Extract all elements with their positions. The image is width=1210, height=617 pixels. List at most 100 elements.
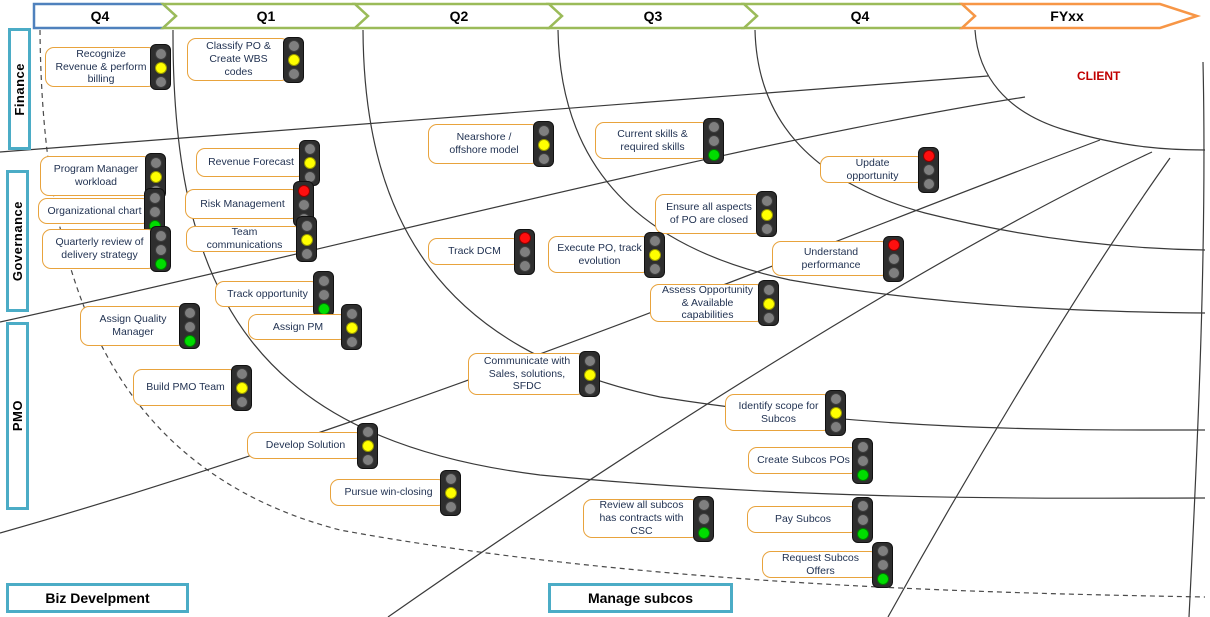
- traffic-light-icon: [703, 117, 724, 164]
- green-lamp-icon: [887, 267, 900, 279]
- traffic-light-icon: [296, 216, 317, 262]
- yellow-lamp-icon: [361, 440, 374, 452]
- row-label-finance: Finance: [8, 28, 31, 150]
- traffic-light-icon: [150, 226, 171, 272]
- yellow-lamp-icon: [235, 382, 248, 394]
- radial-bizdev-subcos: [387, 151, 1153, 617]
- yellow-lamp-icon: [183, 320, 196, 333]
- arc-q2-q3: [557, 29, 1206, 314]
- green-lamp-icon: [235, 396, 248, 408]
- task-box: Team communications: [186, 216, 317, 262]
- row-label-governance-text: Governance: [10, 200, 25, 282]
- yellow-lamp-icon: [300, 233, 313, 246]
- task-box: Track DCM: [428, 228, 535, 275]
- traffic-light-icon: [440, 469, 461, 516]
- traffic-light-icon: [144, 188, 165, 234]
- radial-subcos-outer: [887, 157, 1171, 617]
- client-zone-label: CLIENT: [1077, 69, 1121, 83]
- yellow-lamp-icon: [154, 243, 167, 256]
- red-lamp-icon: [149, 156, 162, 169]
- quarter-label: Q3: [644, 8, 663, 24]
- timeline-header: [32, 2, 1202, 30]
- yellow-lamp-icon: [856, 514, 869, 526]
- arc-q4-fyxx: [974, 29, 1206, 151]
- yellow-lamp-icon: [518, 246, 531, 258]
- green-lamp-icon: [876, 573, 889, 585]
- red-lamp-icon: [297, 184, 310, 197]
- task-label: Team communications: [206, 226, 283, 251]
- red-lamp-icon: [760, 194, 773, 207]
- task-label: Current skills & required skills: [617, 127, 688, 153]
- red-lamp-icon: [856, 500, 869, 512]
- red-lamp-icon: [856, 441, 869, 453]
- task-box: Communicate with Sales, solutions, SFDC: [468, 351, 600, 397]
- green-lamp-icon: [856, 469, 869, 481]
- yellow-lamp-icon: [149, 170, 162, 183]
- task-box: Nearshore / offshore model: [428, 121, 554, 167]
- yellow-lamp-icon: [303, 157, 316, 169]
- task-label: Understand performance: [801, 245, 861, 271]
- red-lamp-icon: [148, 191, 161, 204]
- traffic-light-icon: [825, 389, 846, 436]
- red-lamp-icon: [303, 143, 316, 155]
- yellow-lamp-icon: [444, 487, 457, 499]
- task-box: Build PMO Team: [133, 364, 252, 411]
- task-label: Request Subcos Offers: [781, 551, 860, 577]
- radial-pmo-bizdev: [0, 139, 1101, 534]
- task-box: Assign Quality Manager: [80, 303, 200, 349]
- task-box: Understand performance: [772, 235, 904, 282]
- traffic-light-icon: [179, 303, 200, 349]
- yellow-lamp-icon: [287, 54, 300, 66]
- traffic-light-icon: [579, 351, 600, 397]
- task-box: Risk Management: [185, 181, 314, 227]
- radial-finance-governance: [0, 75, 989, 153]
- red-lamp-icon: [361, 426, 374, 438]
- green-lamp-icon: [922, 178, 935, 190]
- traffic-light-icon: [756, 191, 777, 237]
- green-lamp-icon: [707, 149, 720, 161]
- zone-label-biz-development: Biz Develpment: [6, 583, 189, 613]
- task-label: Create Subcos POs: [757, 454, 850, 467]
- task-box: Current skills & required skills: [595, 117, 724, 164]
- traffic-light-icon: [852, 496, 873, 543]
- yellow-lamp-icon: [345, 321, 358, 334]
- task-label: Identify scope for Subcos: [738, 399, 819, 425]
- task-box: Execute PO, track evolution: [548, 231, 665, 278]
- green-lamp-icon: [518, 260, 531, 272]
- task-label: Build PMO Team: [146, 381, 225, 394]
- task-label: Track DCM: [448, 245, 501, 258]
- row-label-pmo-text: PMO: [10, 400, 25, 432]
- yellow-lamp-icon: [876, 559, 889, 571]
- task-box: Review all subcos has contracts with CSC: [583, 495, 714, 542]
- task-label: Recognize Revenue & perform billing: [55, 47, 147, 86]
- red-lamp-icon: [287, 40, 300, 52]
- yellow-lamp-icon: [856, 455, 869, 467]
- task-box: Assess Opportunity & Available capabilit…: [650, 280, 779, 326]
- task-label: Execute PO, track evolution: [557, 241, 642, 267]
- task-box: Assign PM: [248, 304, 362, 350]
- red-lamp-icon: [317, 274, 330, 287]
- green-lamp-icon: [856, 528, 869, 540]
- task-label: Classify PO & Create WBS codes: [206, 40, 271, 78]
- task-box: Develop Solution: [247, 422, 378, 469]
- red-lamp-icon: [829, 393, 842, 405]
- task-box: Recognize Revenue & perform billing: [45, 44, 171, 90]
- task-box: Program Manager workload: [40, 153, 166, 199]
- red-lamp-icon: [235, 368, 248, 380]
- task-label: Program Manager workload: [53, 163, 139, 188]
- green-lamp-icon: [829, 421, 842, 433]
- yellow-lamp-icon: [762, 297, 775, 310]
- green-lamp-icon: [183, 334, 196, 347]
- red-lamp-icon: [537, 124, 550, 137]
- traffic-light-icon: [150, 44, 171, 90]
- red-lamp-icon: [583, 354, 596, 367]
- arc-q1-q2: [362, 29, 1206, 431]
- task-label: Pursue win-closing: [344, 486, 433, 499]
- task-label: Quarterly review of delivery strategy: [55, 236, 144, 261]
- traffic-light-icon: [357, 422, 378, 469]
- task-label: Ensure all aspects of PO are closed: [666, 201, 752, 226]
- red-lamp-icon: [154, 47, 167, 60]
